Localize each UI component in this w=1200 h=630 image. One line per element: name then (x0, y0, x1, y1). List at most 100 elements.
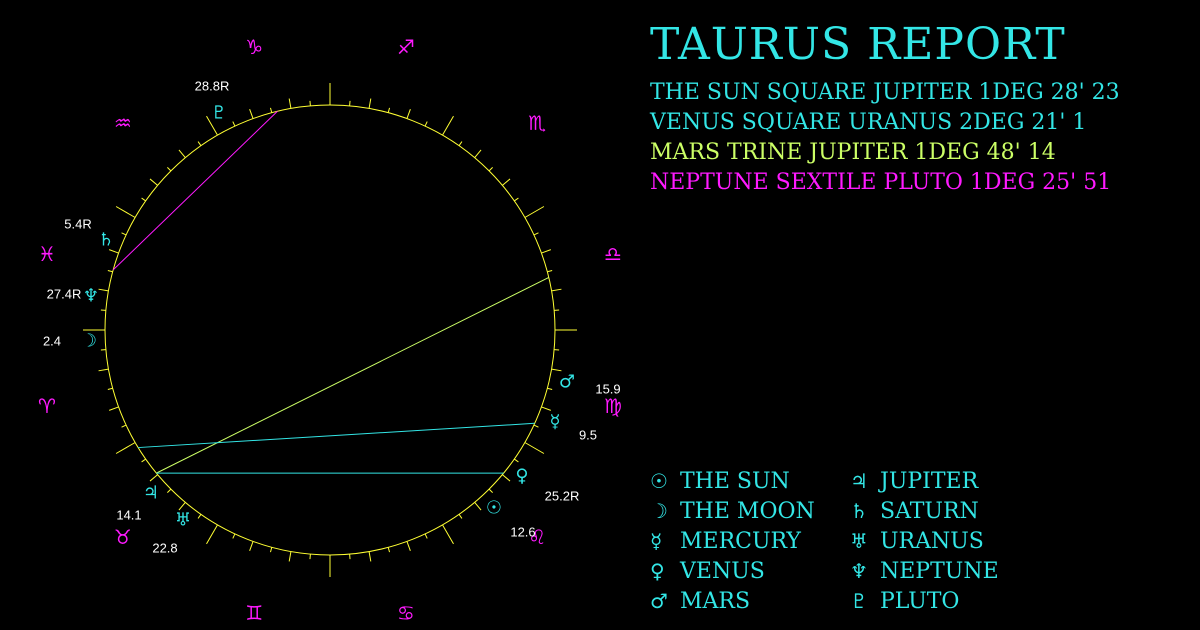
saturn-icon: ♄ (98, 230, 114, 251)
wheel-tick (249, 541, 254, 551)
wheel-tick (502, 178, 511, 186)
aspect-item-sun-square-jupiter: THE SUN SQUARE JUPITER 1DEG 28' 23 (650, 80, 1120, 105)
legend-item-pluto: ♇ PLUTO (850, 586, 1050, 616)
wheel-tick (121, 424, 127, 428)
wheel-tick (115, 206, 136, 218)
legend-item-sun: ☉ THE SUN (650, 466, 850, 496)
planet-markers: ♇28.8R♄5.4R♆27.4R☽2.4♂15.9☿9.5♀25.2R☉12.… (43, 79, 621, 556)
jupiter-icon: ♃ (850, 469, 868, 493)
aquarius-sign-icon: ♒ (114, 111, 132, 135)
aspect-line-mars-jupiter (156, 277, 550, 474)
legend-label: PLUTO (880, 588, 960, 614)
wheel-tick (488, 167, 493, 172)
venus-icon: ♀ (650, 559, 665, 583)
wheel-tick (178, 502, 186, 511)
pluto-icon: ♇ (211, 103, 227, 124)
wheel-tick (442, 115, 454, 136)
wheel-tick (109, 249, 119, 254)
wheel-tick (167, 167, 172, 172)
neptune-degree-label: 27.4R (47, 287, 82, 302)
wheel-tick (121, 232, 127, 236)
wheel-tick (115, 442, 136, 454)
wheel-tick (98, 368, 109, 372)
legend-item-neptune: ♆ NEPTUNE (850, 556, 1050, 586)
wheel-tick (387, 547, 391, 553)
wheel-tick (541, 406, 551, 411)
wheel-tick (424, 121, 428, 127)
legend-label: VENUS (680, 558, 765, 584)
mars-icon: ♂ (650, 589, 668, 613)
wheel-tick (514, 197, 519, 202)
legend-item-saturn: ♄ SATURN (850, 496, 1050, 526)
jupiter-degree-label: 14.1 (116, 508, 141, 523)
uranus-degree-label: 22.8 (152, 541, 177, 556)
wheel-tick (141, 458, 146, 463)
planet-legend: ☉ THE SUN ♃ JUPITER ☽ THE MOON ♄ SATURN … (650, 466, 1070, 616)
venus-icon: ♀ (515, 466, 528, 487)
neptune-icon: ♆ (850, 559, 868, 583)
aspect-item-neptune-sextile-pluto: NEPTUNE SEXTILE PLUTO 1DEG 25' 51 (650, 170, 1112, 195)
jupiter-icon: ♃ (143, 483, 159, 504)
wheel-tick (488, 488, 493, 493)
zodiac-wheel: ♑♐♏♎♍♌♋♊♉♈♓♒ ♇28.8R♄5.4R♆27.4R☽2.4♂15.9☿… (38, 35, 622, 625)
wheel-tick (541, 249, 551, 254)
sun-degree-label: 12.6 (510, 525, 535, 540)
legend-label: URANUS (880, 528, 984, 554)
venus-degree-label: 25.2R (545, 489, 580, 504)
wheel-tick (288, 98, 292, 109)
wheel-tick (406, 541, 411, 551)
wheel-tick (206, 524, 218, 545)
virgo-sign-icon: ♍ (604, 394, 622, 418)
wheel-tick (167, 488, 172, 493)
saturn-icon: ♄ (850, 499, 868, 523)
mercury-icon: ☿ (650, 529, 663, 553)
cancer-sign-icon: ♋ (397, 601, 415, 625)
libra-sign-icon: ♎ (604, 242, 622, 266)
legend-label: THE MOON (680, 498, 815, 524)
wheel-tick (474, 149, 482, 158)
wheel-tick (232, 533, 236, 539)
wheel-tick (458, 141, 463, 146)
legend-item-jupiter: ♃ JUPITER (850, 466, 1050, 496)
legend-item-mercury: ☿ MERCURY (650, 526, 850, 556)
wheel-tick (424, 533, 428, 539)
pluto-icon: ♇ (850, 589, 868, 613)
wheel-tick (149, 178, 158, 186)
wheel-tick (533, 424, 539, 428)
pluto-degree-label: 28.8R (195, 79, 230, 94)
wheel-tick (269, 107, 273, 113)
wheel-tick (107, 387, 113, 391)
aspect-line-venus-uranus (138, 422, 535, 449)
wheel-tick (288, 551, 292, 562)
mars-degree-label: 15.9 (595, 382, 620, 397)
moon-degree-label: 2.4 (43, 334, 61, 349)
saturn-degree-label: 5.4R (64, 217, 91, 232)
wheel-ticks (83, 83, 577, 577)
aspect-item-mars-trine-jupiter: MARS TRINE JUPITER 1DEG 48' 14 (650, 140, 1056, 165)
legend-label: MERCURY (680, 528, 801, 554)
mercury-degree-label: 9.5 (579, 428, 597, 443)
wheel-circle (104, 104, 556, 556)
wheel-tick (514, 458, 519, 463)
taurus-sign-icon: ♉ (114, 525, 132, 549)
wheel-tick (109, 406, 119, 411)
mars-icon: ♂ (559, 372, 575, 393)
wheel-tick (547, 269, 553, 273)
neptune-icon: ♆ (83, 286, 99, 307)
aspect-line-pluto-neptune (112, 110, 278, 271)
moon-icon: ☽ (81, 331, 97, 352)
wheel-tick (368, 98, 372, 109)
legend-label: NEPTUNE (880, 558, 999, 584)
zodiac-signs: ♑♐♏♎♍♌♋♊♉♈♓♒ (38, 35, 622, 625)
legend-label: JUPITER (880, 468, 979, 494)
legend-item-moon: ☽ THE MOON (650, 496, 850, 526)
gemini-sign-icon: ♊ (245, 601, 263, 625)
wheel-tick (387, 107, 391, 113)
wheel-tick (107, 269, 113, 273)
capricorn-sign-icon: ♑ (245, 35, 263, 59)
pisces-sign-icon: ♓ (38, 242, 56, 266)
wheel-tick (547, 387, 553, 391)
wheel-tick (442, 524, 454, 545)
uranus-icon: ♅ (175, 510, 191, 531)
wheel-tick (98, 288, 109, 292)
